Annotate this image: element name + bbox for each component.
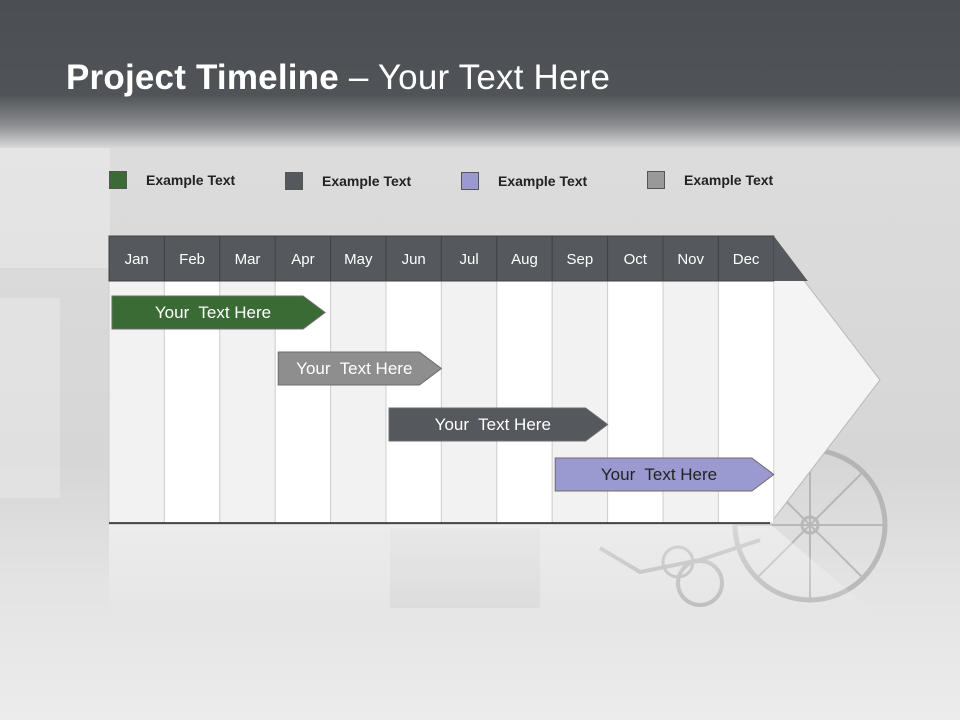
month-label: Dec [733,251,760,268]
month-header-cell [551,235,609,282]
task-bar: Your Text Here [554,457,775,492]
month-label: Jun [402,251,426,268]
month-label: Mar [235,251,261,268]
month-label: Feb [179,251,205,268]
legend-swatch [647,171,665,189]
month-label: Jul [460,251,479,268]
month-header-cell [163,235,221,282]
month-column [496,280,553,524]
task-bar-shape [554,457,775,492]
legend-swatch [109,171,127,189]
page-title-bold: Project Timeline [66,58,339,97]
page-title-rest: – Your Text Here [338,58,611,97]
legend-label: Example Text [498,173,588,189]
month-label: Jan [125,251,149,268]
month-column [385,280,442,524]
background-wall-block [0,148,110,268]
task-bar: Your Text Here [277,351,443,386]
month-label: Sep [567,251,594,268]
month-header-row: Jan Feb Mar Apr May Jun Jul Aug Sep Oct Nov Dec [108,235,808,282]
legend-label: Example Text [146,172,236,188]
month-header-tip [773,236,808,281]
legend-swatch [285,172,303,190]
month-header-cell [717,235,775,282]
month-header-cell [274,235,332,282]
month-columns [108,280,775,524]
month-column [330,280,387,524]
task-bar-label: Your Text Here [435,415,551,434]
task-bar-label: Your Text Here [296,359,412,378]
page-title: Project Timeline – Your Text Here [66,58,610,98]
task-bar-label: Your Text Here [155,303,271,322]
month-header-cell [108,235,165,282]
legend-label: Example Text [322,173,412,189]
background-wall-block [0,298,60,498]
legend-label: Example Text [684,172,774,188]
month-label: Oct [624,251,648,268]
month-label: Nov [677,251,704,268]
task-bar-shape [277,351,443,386]
task-bar-shape [111,295,326,330]
month-header-cell [662,235,719,282]
arrow-body-reflection [109,524,880,618]
legend-swatch [461,172,479,190]
task-bar: Your Text Here [388,407,609,442]
month-header-cell [385,235,442,282]
month-header-cell [440,235,498,282]
month-label: Aug [511,251,538,268]
month-label: May [344,251,373,268]
month-header-cell [219,235,276,282]
month-column [440,280,498,524]
month-label: Apr [291,251,314,268]
month-header-cell [330,235,387,282]
task-bar-label: Your Text Here [601,465,717,484]
task-bar-shape [388,407,609,442]
task-bar: Your Text Here [111,295,326,330]
title-banner: Project Timeline – Your Text Here [0,0,960,148]
